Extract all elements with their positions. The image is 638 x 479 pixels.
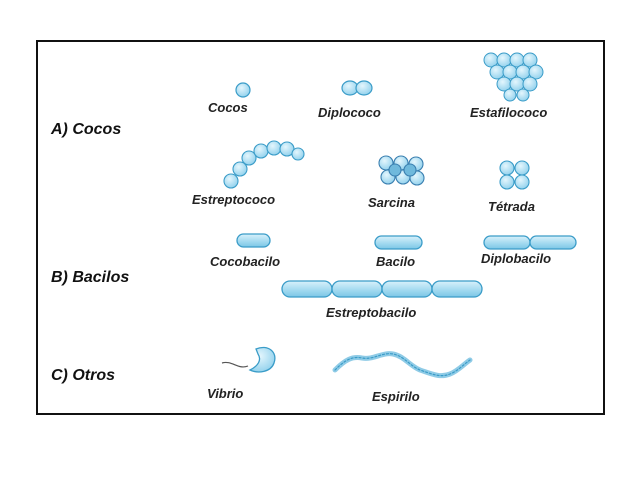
coccus-shape bbox=[235, 82, 251, 98]
diplobacillus-shape bbox=[483, 235, 577, 250]
spirillum-shape bbox=[332, 351, 473, 379]
label-bacilo: Bacilo bbox=[376, 254, 416, 269]
label-diplococo: Diplococo bbox=[318, 105, 381, 120]
streptobacillus-shape bbox=[281, 280, 483, 298]
label-estreptobacilo: Estreptobacilo bbox=[326, 305, 417, 320]
vibrio-shape bbox=[221, 346, 276, 373]
staphylococcus-shape bbox=[483, 52, 544, 102]
label-diplobacilo: Diplobacilo bbox=[481, 251, 552, 266]
section-cocos: A) Cocos bbox=[51, 121, 122, 138]
label-estafilococo: Estafilococo bbox=[470, 105, 548, 120]
section-bacilos: B) Bacilos bbox=[51, 269, 130, 286]
label-cocos: Cocos bbox=[208, 100, 248, 115]
tetrad-shape bbox=[499, 160, 530, 190]
label-espirilo: Espirilo bbox=[372, 389, 420, 404]
label-estreptococo: Estreptococo bbox=[192, 192, 276, 207]
label-sarcina: Sarcina bbox=[368, 195, 415, 210]
label-tetrada: Tétrada bbox=[488, 199, 535, 214]
streptococcus-shape bbox=[223, 140, 305, 189]
diplococcus-shape bbox=[341, 80, 373, 96]
label-cocobacilo: Cocobacilo bbox=[210, 254, 281, 269]
section-otros: C) Otros bbox=[51, 367, 115, 384]
label-vibrio: Vibrio bbox=[207, 386, 244, 401]
sarcina-shape bbox=[378, 155, 425, 186]
diagram-frame bbox=[36, 40, 605, 415]
coccobacillus-shape bbox=[236, 233, 271, 248]
bacillus-shape bbox=[374, 235, 423, 250]
